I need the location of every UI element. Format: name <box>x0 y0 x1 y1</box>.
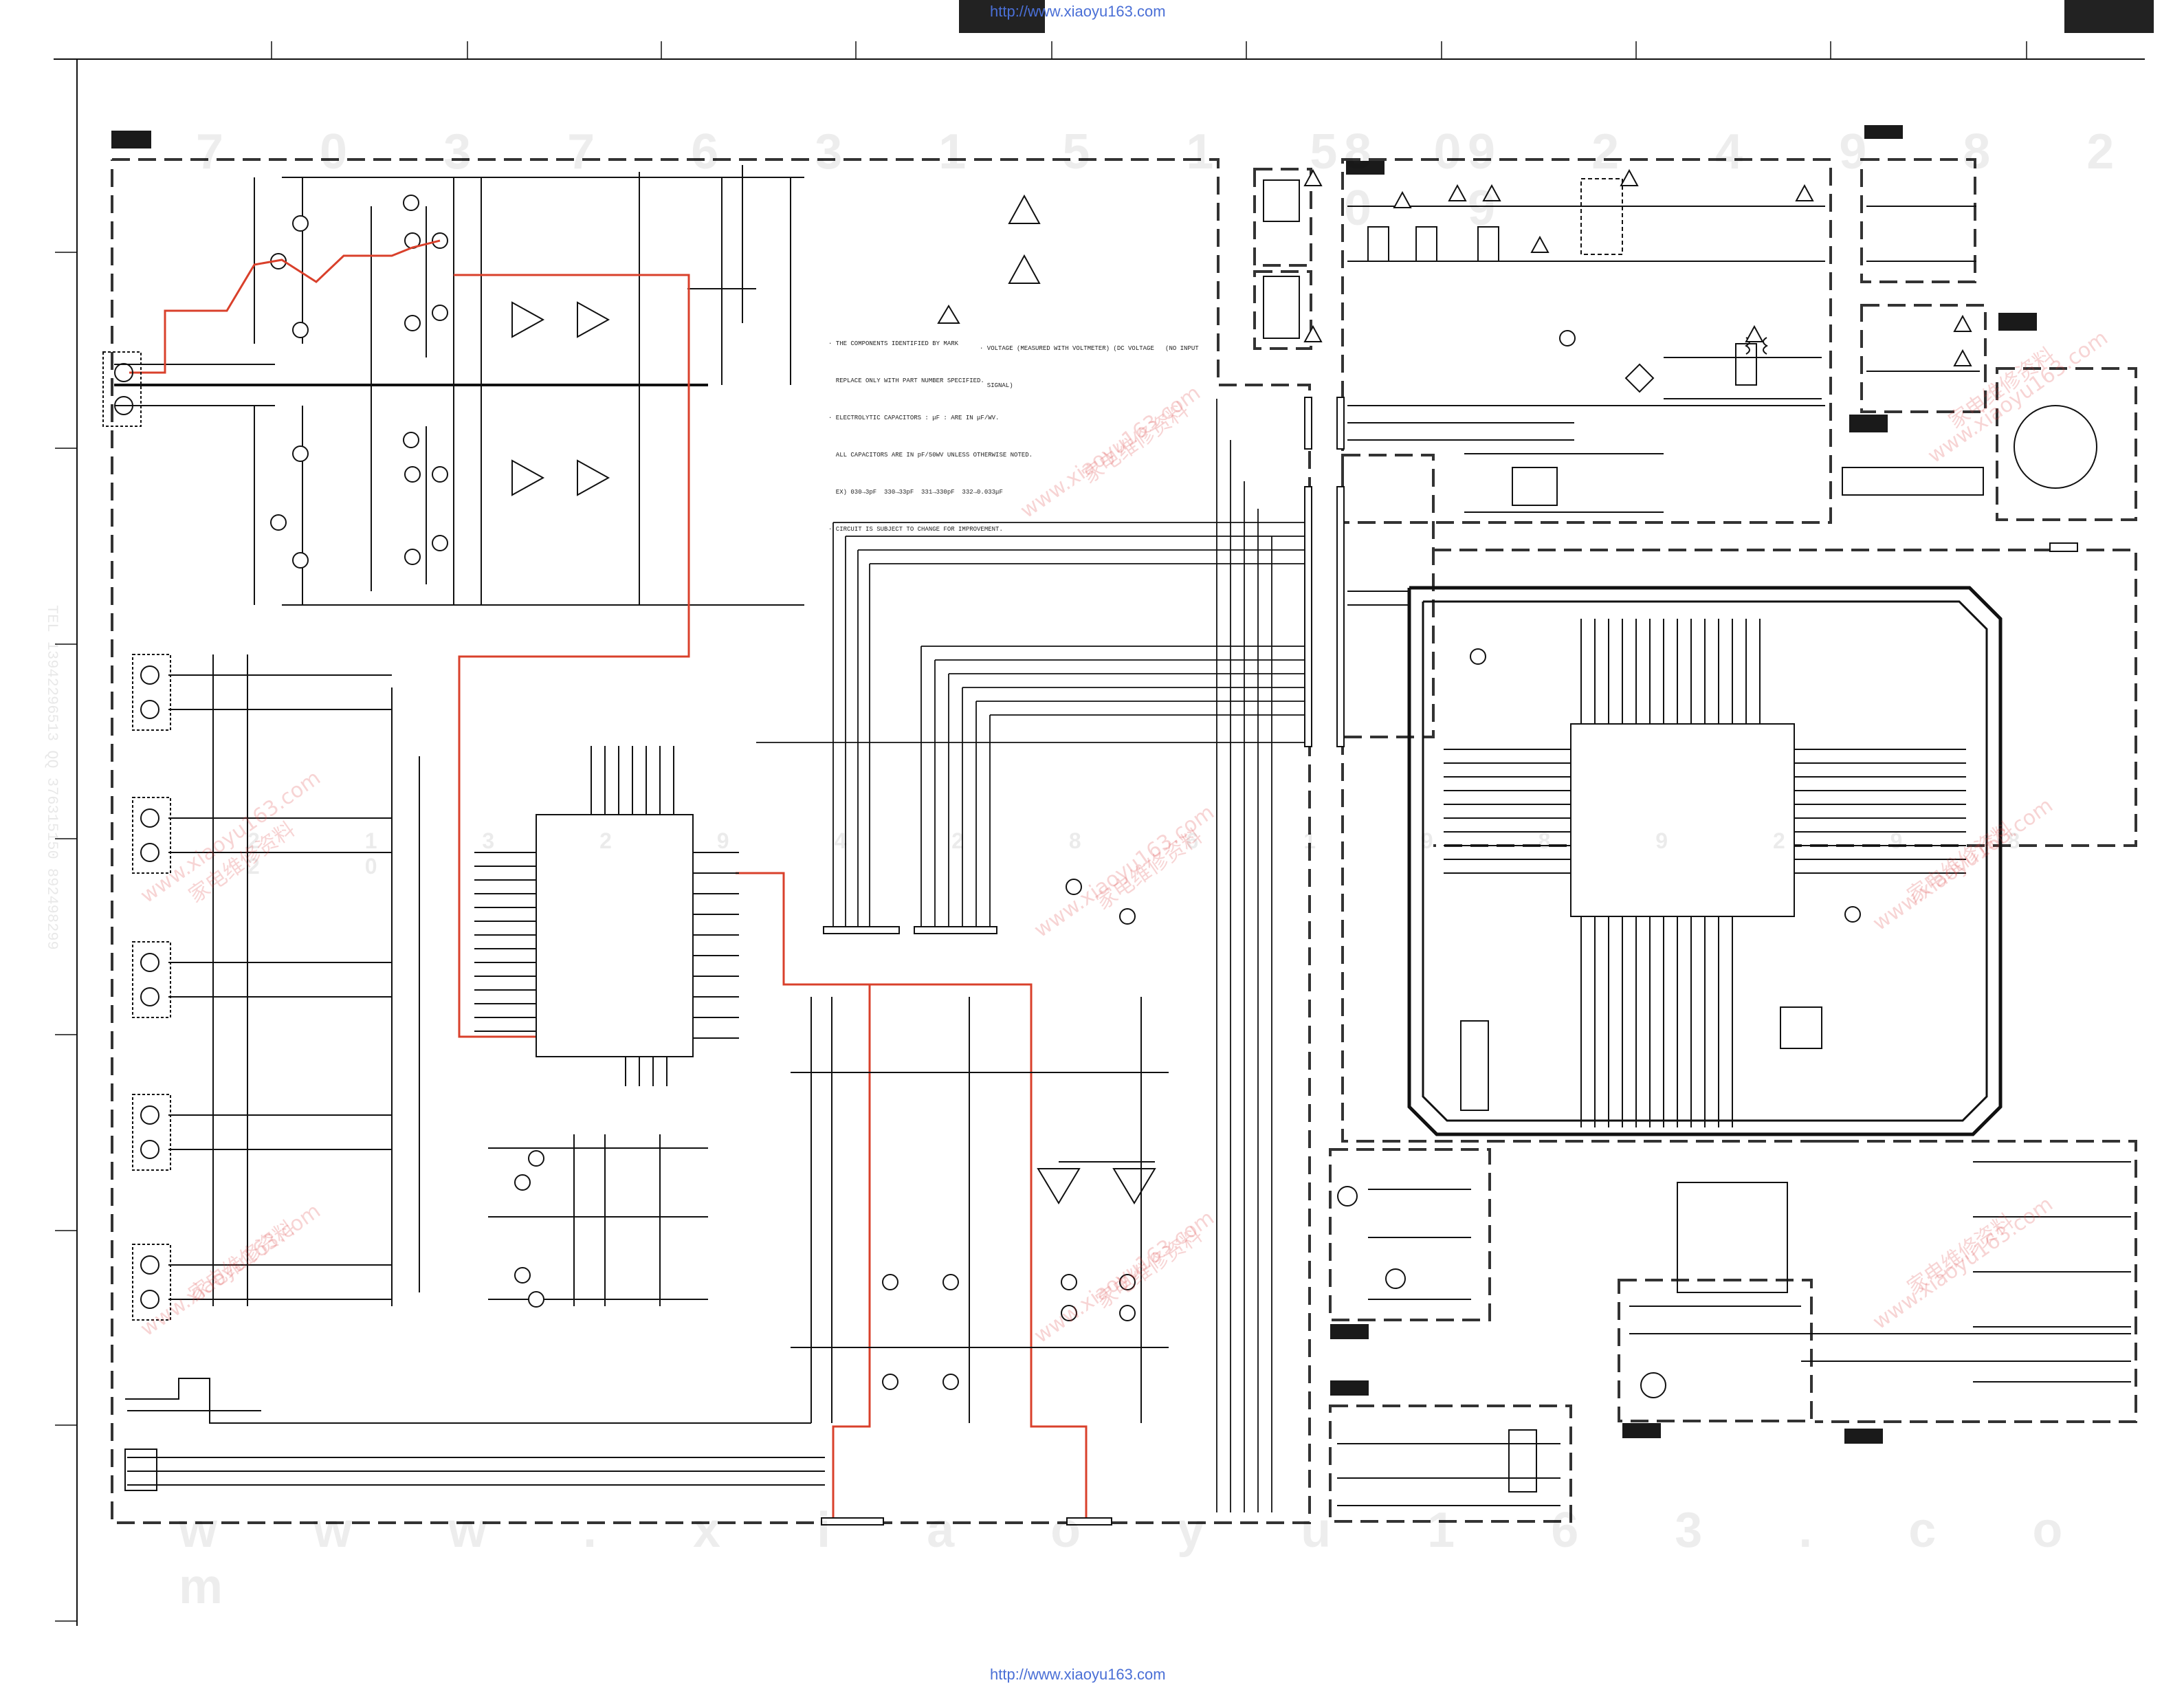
buffer-transistors <box>514 879 1136 1390</box>
watermark-bottom-text: w w w . x i a o y u 1 6 3 . c o m <box>179 1503 2104 1614</box>
connector-strips <box>821 397 2078 1526</box>
power-supply <box>1347 178 1825 513</box>
microcontroller <box>1347 586 2003 1136</box>
note-capacitor-units: ALL CAPACITORS ARE IN pF/50WV UNLESS OTH… <box>828 452 1033 459</box>
note-capacitor-example: EX) 030→3pF 330→33pF 331→330pF 332→0.033… <box>828 489 1003 496</box>
note-voltage-cont: SIGNAL) <box>980 382 1013 389</box>
watermark-mid-digits: 2 1 3 2 9 4 2 8 6 1 9 8 9 2 9 8 2 0 <box>247 828 2070 879</box>
control-bus <box>756 399 1310 1512</box>
signal-path-highlight <box>129 239 1088 1521</box>
note-electrolytic: · ELECTROLYTIC CAPACITORS : μF : ARE IN … <box>828 415 1000 421</box>
watermark-digit-row-right: 8 9 2 4 9 8 2 0 9 <box>1344 124 2156 236</box>
sub-board-details <box>1337 206 2131 1506</box>
watermark-url-bottom: http://www.xiaoyu163.com <box>990 1666 1166 1683</box>
sheet-frame <box>54 41 2145 1626</box>
watermark-digit-row: 7 0 3 7 6 3 1 5 1 5 0 <box>196 124 1503 179</box>
watermark-url-top: http://www.xiaoyu163.com <box>990 3 1166 20</box>
watermark-side-text: TEL 13942296513 QQ 376315150 892498299 <box>43 605 60 950</box>
caution-marks <box>937 168 1972 366</box>
page-tab-right <box>2064 0 2154 33</box>
power-amp-wiring <box>114 165 804 606</box>
schematic-notes: · THE COMPONENTS IDENTIFIED BY MARK REPL… <box>828 313 1033 548</box>
board-outlines <box>111 158 2137 1524</box>
note-voltage: · VOLTAGE (MEASURED WITH VOLTMETER) (DC … <box>980 345 1199 352</box>
board-label-tags <box>111 125 2037 1444</box>
input-jacks <box>102 351 825 1491</box>
note-replace-part: REPLACE ONLY WITH PART NUMBER SPECIFIED. <box>828 377 984 384</box>
note-circuit-change: · CIRCUIT IS SUBJECT TO CHANGE FOR IMPRO… <box>828 526 1003 533</box>
op-amps <box>511 301 1156 1204</box>
page-tab-center <box>959 0 1045 33</box>
transistors <box>270 195 448 569</box>
schematic-notes-voltage: · VOLTAGE (MEASURED WITH VOLTMETER) (DC … <box>980 318 1199 404</box>
tone-amp-wiring <box>488 997 1169 1423</box>
selector-ic <box>474 746 739 1086</box>
note-caution-mark: · THE COMPONENTS IDENTIFIED BY MARK <box>828 340 959 347</box>
